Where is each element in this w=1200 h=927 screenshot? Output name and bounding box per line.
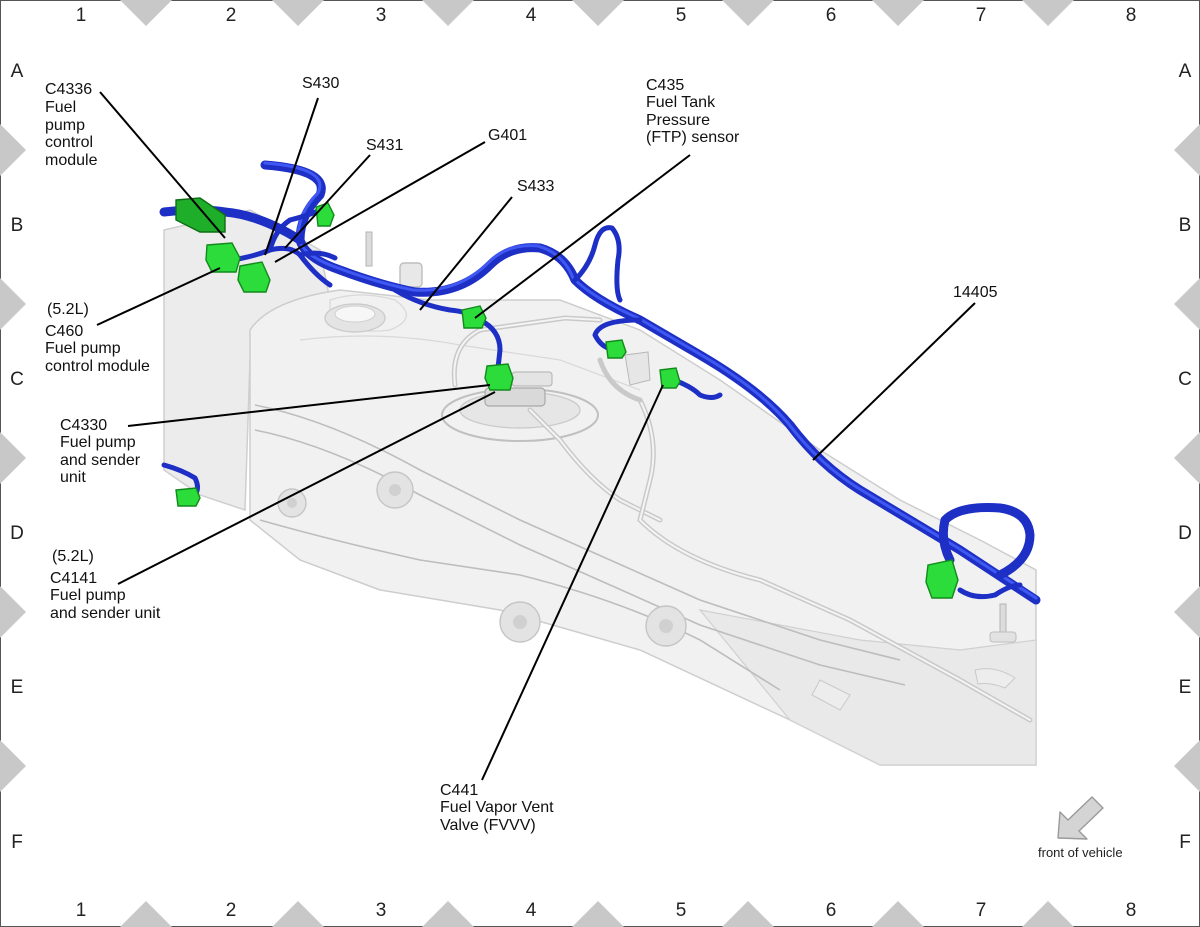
callout-line: (5.2L) [52, 548, 94, 565]
callout-line: control module [45, 358, 150, 375]
connector-branch [605, 339, 627, 359]
grid-row-label: F [1179, 832, 1191, 853]
callout-line: Fuel Vapor Vent [440, 799, 554, 816]
connector-s431-area [315, 202, 335, 227]
callout-s433: S433 [517, 178, 554, 195]
grid-col-label: 5 [676, 5, 687, 26]
callout-line: Fuel [45, 99, 76, 116]
grid-col-label: 8 [1126, 5, 1137, 26]
callout-line: S431 [366, 137, 403, 154]
grid-col-label: 1 [76, 5, 87, 26]
callout-c460: (5.2L) C460 Fuel pump control module [45, 301, 150, 375]
callout-line: Valve (FVVV) [440, 817, 536, 834]
grid-col-label: 7 [976, 5, 987, 26]
callout-line: Fuel pump [45, 340, 121, 357]
grid-col-label: 1 [76, 900, 87, 921]
grid-columns-bottom: 1 2 3 4 5 6 7 8 [76, 900, 1137, 921]
grid-col-label: 6 [826, 900, 837, 921]
front-of-vehicle-label: front of vehicle [1038, 845, 1123, 860]
callout-line: 14405 [953, 284, 998, 301]
grid-col-label: 5 [676, 900, 687, 921]
bottom-border-markers [120, 901, 1074, 927]
fuel-tank [163, 209, 1037, 766]
connector-c435 [461, 305, 487, 329]
leader-lines [96, 91, 976, 781]
callout-line: G401 [488, 127, 527, 144]
callout-line: module [45, 152, 98, 169]
connector-c4141 [175, 487, 201, 507]
callout-line: control [45, 134, 93, 151]
grid-row-label: E [1179, 677, 1192, 698]
callout-line: Fuel pump [50, 587, 126, 604]
grid-col-label: 3 [376, 5, 387, 26]
callout-line: and sender unit [50, 605, 161, 622]
callout-c4336: C4336 Fuel pump control module [45, 81, 98, 169]
callout-s431: S431 [366, 137, 403, 154]
grid-col-label: 2 [226, 900, 237, 921]
callout-line: unit [60, 469, 86, 486]
callout-line: C4330 [60, 417, 107, 434]
grid-rows-right: A B C D E F [1178, 61, 1192, 853]
callout-s430: S430 [302, 75, 339, 92]
grid-row-label: D [10, 523, 24, 544]
callout-line: C4141 [50, 570, 97, 587]
callout-line: pump [45, 117, 85, 134]
grid-row-label: B [11, 215, 24, 236]
callout-line: (FTP) sensor [646, 129, 740, 146]
grid-row-label: D [1178, 523, 1192, 544]
callout-line: Pressure [646, 112, 710, 129]
callout-line: (5.2L) [47, 301, 89, 318]
grid-row-label: A [1179, 61, 1192, 82]
grid-columns-top: 1 2 3 4 5 6 7 8 [76, 5, 1137, 26]
grid-row-label: C [10, 369, 24, 390]
grid-col-label: 8 [1126, 900, 1137, 921]
callout-line: C441 [440, 782, 478, 799]
connector-14405-end [925, 559, 959, 599]
grid-col-label: 3 [376, 900, 387, 921]
grid-col-label: 6 [826, 5, 837, 26]
grid-col-label: 4 [526, 900, 537, 921]
arrow-down-left-icon [1057, 796, 1104, 840]
front-of-vehicle-indicator: front of vehicle [1038, 796, 1123, 860]
callout-line: Fuel Tank [646, 94, 716, 111]
grid-row-label: C [1178, 369, 1192, 390]
callout-line: S433 [517, 178, 554, 195]
left-border-markers [0, 124, 26, 792]
callout-c441: C441 Fuel Vapor Vent Valve (FVVV) [440, 782, 554, 834]
callout-line: and sender [60, 452, 141, 469]
connector-c4336 [205, 242, 241, 273]
callout-line: C460 [45, 323, 83, 340]
callout-g401: G401 [488, 127, 527, 144]
callout-c435: C435 Fuel Tank Pressure (FTP) sensor [646, 77, 740, 146]
grid-col-label: 7 [976, 900, 987, 921]
top-border-markers [120, 0, 1074, 26]
callout-c4330: C4330 Fuel pump and sender unit [60, 417, 141, 486]
callout-14405: 14405 [953, 284, 998, 301]
connector-c4330 [484, 363, 514, 391]
right-border-markers [1174, 124, 1200, 792]
callout-line: C435 [646, 77, 684, 94]
grid-col-label: 2 [226, 5, 237, 26]
callout-line: Fuel pump [60, 434, 136, 451]
connector-c441 [659, 367, 681, 389]
grid-row-label: E [11, 677, 24, 698]
grid-rows-left: A B C D E F [10, 61, 24, 853]
grid-row-label: F [11, 832, 23, 853]
connector-c460 [237, 261, 271, 293]
callout-line: S430 [302, 75, 339, 92]
callout-line: C4336 [45, 81, 92, 98]
grid-row-label: B [1179, 215, 1192, 236]
grid-row-label: A [11, 61, 24, 82]
grid-col-label: 4 [526, 5, 537, 26]
callout-c4141: (5.2L) C4141 Fuel pump and sender unit [50, 548, 161, 622]
